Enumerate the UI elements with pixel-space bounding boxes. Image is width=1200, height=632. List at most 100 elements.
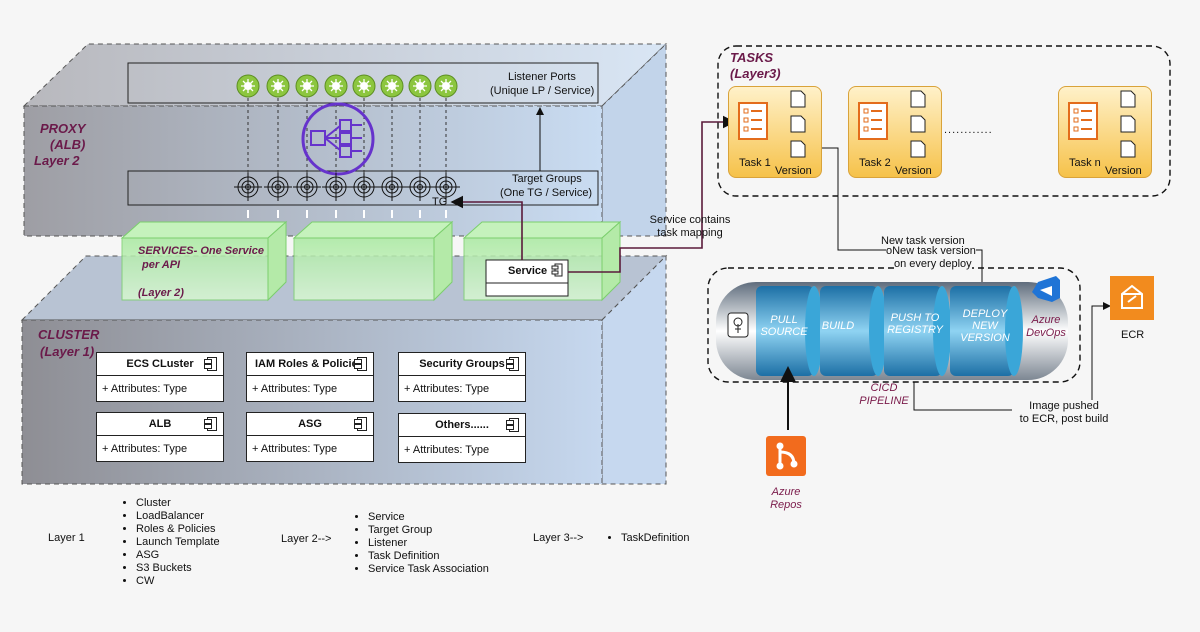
services-title: SERVICES- One Service xyxy=(138,245,264,257)
listener-port-icon xyxy=(266,74,290,98)
target-group-icon xyxy=(432,173,460,201)
new-task-version-note-3: on every deploy xyxy=(894,258,972,271)
pipeline-stage xyxy=(820,286,887,376)
azure-devops-label: Azure DevOps xyxy=(1026,314,1066,339)
image-pushed-note: Image pushed to ECR, post build xyxy=(1012,400,1116,426)
component-attributes: + Attributes: Type xyxy=(252,442,338,455)
listener-port-icon xyxy=(295,74,319,98)
component-security-groups: Security Groups + Attributes: Type xyxy=(398,352,526,402)
listener-ports-label: Listener Ports xyxy=(508,71,576,83)
component-attributes: + Attributes: Type xyxy=(102,382,188,395)
component-attributes: + Attributes: Type xyxy=(404,443,490,456)
component-name: IAM Roles & Policies xyxy=(255,358,364,370)
listener-port-icon xyxy=(408,74,432,98)
component-alb: ALB + Attributes: Type xyxy=(96,412,224,462)
deploy-to-task-arrow xyxy=(813,144,983,282)
task-name: Task 1 xyxy=(739,157,771,169)
listener-port-icon xyxy=(324,74,348,98)
legend-item: Service Task Association xyxy=(368,563,489,576)
stage-build: BUILD xyxy=(821,320,855,332)
legend-layer2-label: Layer 2--> xyxy=(281,533,332,545)
cluster-layer: (Layer 1) xyxy=(40,344,95,359)
ecr-icon xyxy=(1110,276,1154,320)
new-task-version-note-2: oNew task version xyxy=(886,245,976,258)
cluster-title: CLUSTER xyxy=(38,327,100,342)
target-group-icon xyxy=(406,173,434,201)
service-mapping-line1: Service contains xyxy=(649,214,731,226)
legend-item: ASG xyxy=(136,549,220,562)
task-icon xyxy=(738,90,806,158)
component-attributes: + Attributes: Type xyxy=(404,382,490,395)
service-block xyxy=(292,220,454,302)
image-pushed-line1: Image pushed xyxy=(1029,400,1099,412)
component-icon xyxy=(506,418,519,432)
pipeline-stages xyxy=(756,286,1023,376)
component-attributes: + Attributes: Type xyxy=(102,442,188,455)
listener-port-icon xyxy=(352,74,376,98)
legend-item: CW xyxy=(136,575,220,588)
pipeline-stage xyxy=(950,286,1023,376)
legend-item: TaskDefinition xyxy=(621,532,689,545)
service-mapping-note: Service contains task mapping xyxy=(640,214,740,240)
target-group-icon xyxy=(234,173,262,201)
component-name: Others...... xyxy=(435,419,489,431)
services-title-2: per API xyxy=(142,259,181,271)
listener-port-icons xyxy=(236,74,458,98)
legend-item: Cluster xyxy=(136,497,220,510)
legend-item: Task Definition xyxy=(368,550,489,563)
component-icon xyxy=(204,357,217,371)
task-version: Version xyxy=(895,165,932,177)
legend-item: Service xyxy=(368,511,489,524)
legend-item: Launch Template xyxy=(136,536,220,549)
tasks-container xyxy=(717,45,1171,197)
legend-layer2-list: ServiceTarget GroupListenerTask Definiti… xyxy=(354,511,489,576)
azure-repos-label: Azure Repos xyxy=(770,486,802,511)
legend-item: LoadBalancer xyxy=(136,510,220,523)
pipeline-stage xyxy=(884,286,951,376)
legend-item: Roles & Policies xyxy=(136,523,220,536)
legend-layer1-list: ClusterLoadBalancerRoles & PoliciesLaunc… xyxy=(122,497,220,588)
task-name: Task 2 xyxy=(859,157,891,169)
tasks-title: TASKS xyxy=(730,50,774,65)
load-balancer-icon xyxy=(301,102,375,176)
component-name: ALB xyxy=(148,418,172,430)
listener-port-icon xyxy=(380,74,404,98)
task-icon xyxy=(1068,90,1136,158)
azure-repos-icon xyxy=(766,436,806,476)
target-groups-label: Target Groups xyxy=(512,173,582,185)
target-group-icon xyxy=(350,173,378,201)
component-attributes: + Attributes: Type xyxy=(252,382,338,395)
component-others: Others...... + Attributes: Type xyxy=(398,413,526,463)
tasks-layer: (Layer3) xyxy=(730,66,781,81)
task-name: Task n xyxy=(1069,157,1101,169)
component-asg: ASG + Attributes: Type xyxy=(246,412,374,462)
service-block xyxy=(120,220,288,302)
tg-label: TG xyxy=(432,196,448,208)
stage-pull-source: PULL SOURCE xyxy=(760,314,808,338)
tg-ticks xyxy=(247,210,447,218)
service-component-box xyxy=(485,259,569,297)
task-card: Task n Version xyxy=(1058,86,1152,178)
task-version: Version xyxy=(1105,165,1142,177)
stage-push-to-registry: PUSH TO REGISTRY xyxy=(887,312,943,336)
target-group-icon xyxy=(293,173,321,201)
image-pushed-line2: to ECR, post build xyxy=(1019,413,1109,425)
stage-deploy-new-version: DEPLOY NEW VERSION xyxy=(960,308,1010,344)
listener-port-icon xyxy=(434,74,458,98)
legend-layer1-label: Layer 1 xyxy=(48,532,85,544)
component-icon xyxy=(204,417,217,431)
pipeline-stage xyxy=(756,286,823,376)
service-box-label: Service xyxy=(508,265,548,277)
target-groups-sublabel: (One TG / Service) xyxy=(500,187,593,199)
task-icon xyxy=(858,90,926,158)
legend-item: S3 Buckets xyxy=(136,562,220,575)
component-name: Security Groups xyxy=(419,358,505,370)
component-name: ECS CLuster xyxy=(126,358,194,370)
new-task-version-note-1: New task version xyxy=(881,235,965,248)
proxy-subtitle: (ALB) xyxy=(50,137,86,152)
listener-port-icon xyxy=(236,74,260,98)
legend-layer3-label: Layer 3--> xyxy=(533,532,584,544)
component-ecs-cluster: ECS CLuster + Attributes: Type xyxy=(96,352,224,402)
tasks-ellipsis: ............ xyxy=(944,124,993,136)
